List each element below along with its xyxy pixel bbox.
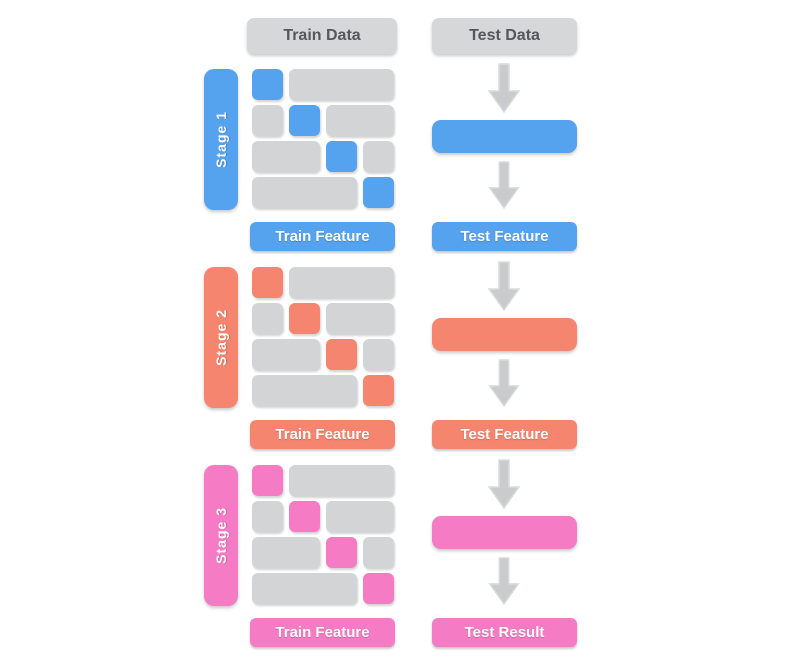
test-feature-pill: Test Feature	[432, 420, 577, 449]
fold-block-gray	[289, 69, 394, 100]
fold-block-highlight	[363, 375, 394, 406]
fold-block-gray	[363, 339, 394, 370]
fold-block-gray	[252, 141, 320, 172]
fold-block-gray	[289, 465, 394, 496]
down-arrow-icon	[487, 459, 521, 509]
fold-block-gray	[252, 573, 357, 604]
test-feature-bar	[432, 120, 577, 153]
stage-2-label: Stage 2	[213, 309, 229, 366]
fold-block-gray	[252, 501, 283, 532]
fold-block-highlight	[289, 303, 320, 334]
stage-2-section: Stage 2 Train Feature Test Feature	[0, 261, 800, 465]
fold-block-gray	[252, 105, 283, 136]
fold-block-highlight	[326, 537, 357, 568]
stage-1-bar: Stage 1	[204, 69, 238, 210]
down-arrow-icon	[487, 161, 521, 209]
fold-block-highlight	[363, 177, 394, 208]
test-data-header: Test Data	[432, 18, 577, 54]
fold-block-highlight	[252, 267, 283, 298]
fold-block-highlight	[252, 465, 283, 496]
train-data-header: Train Data	[247, 18, 397, 54]
stage-3-bar: Stage 3	[204, 465, 238, 606]
fold-block-gray	[326, 501, 394, 532]
test-result-bar	[432, 516, 577, 549]
train-feature-pill: Train Feature	[250, 618, 395, 647]
fold-block-gray	[326, 105, 394, 136]
fold-block-gray	[326, 303, 394, 334]
train-feature-pill: Train Feature	[250, 420, 395, 449]
stage-1-section: Stage 1 Train Feature Test Feature	[0, 63, 800, 267]
down-arrow-icon	[487, 359, 521, 407]
fold-block-gray	[252, 177, 357, 208]
fold-block-highlight	[363, 573, 394, 604]
fold-block-gray	[252, 375, 357, 406]
down-arrow-icon	[487, 63, 521, 113]
fold-block-highlight	[289, 105, 320, 136]
fold-block-gray	[363, 141, 394, 172]
test-feature-pill: Test Feature	[432, 222, 577, 251]
fold-block-gray	[252, 339, 320, 370]
train-fold-grid	[252, 465, 394, 604]
fold-block-highlight	[252, 69, 283, 100]
test-result-pill: Test Result	[432, 618, 577, 647]
fold-block-gray	[289, 267, 394, 298]
fold-block-highlight	[326, 141, 357, 172]
fold-block-highlight	[289, 501, 320, 532]
stage-3-label: Stage 3	[213, 507, 229, 564]
train-fold-grid	[252, 267, 394, 406]
stage-1-label: Stage 1	[213, 111, 229, 168]
stage-2-bar: Stage 2	[204, 267, 238, 408]
test-feature-bar	[432, 318, 577, 351]
fold-block-gray	[252, 303, 283, 334]
fold-block-gray	[363, 537, 394, 568]
fold-block-highlight	[326, 339, 357, 370]
train-fold-grid	[252, 69, 394, 208]
down-arrow-icon	[487, 261, 521, 311]
down-arrow-icon	[487, 557, 521, 605]
stage-3-section: Stage 3 Train Feature Test Result	[0, 459, 800, 663]
fold-block-gray	[252, 537, 320, 568]
train-feature-pill: Train Feature	[250, 222, 395, 251]
